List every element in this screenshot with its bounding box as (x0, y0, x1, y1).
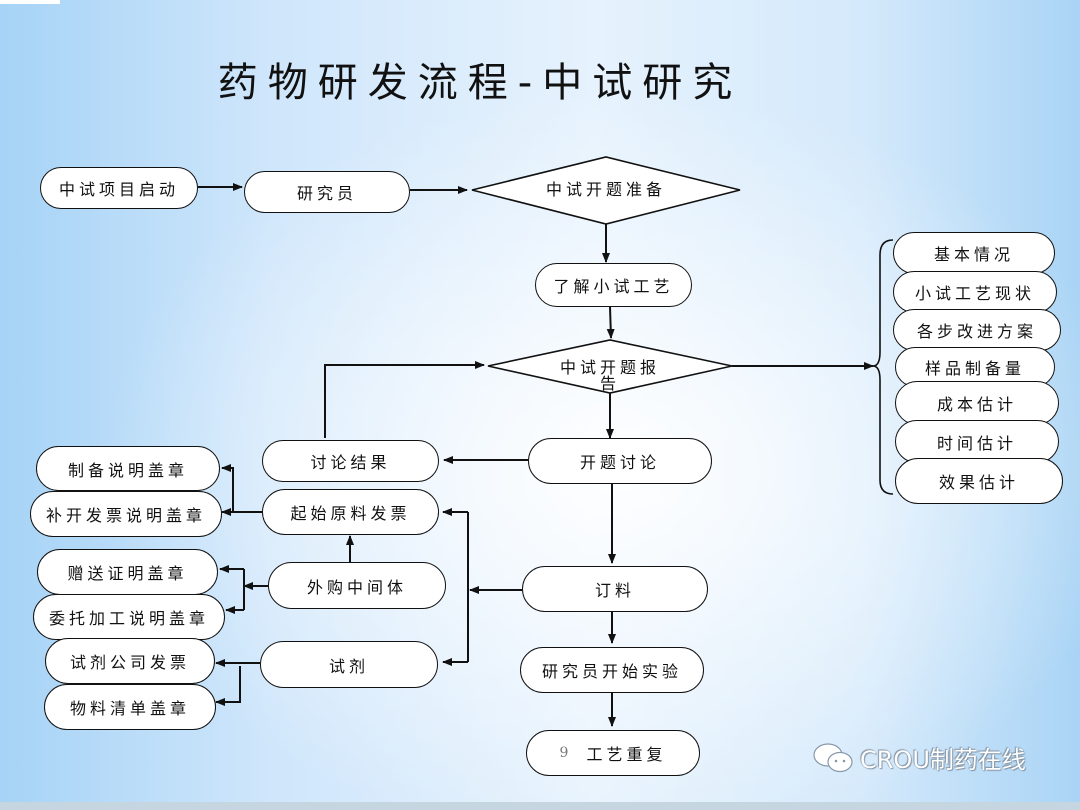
arrow-result-report (324, 361, 485, 438)
node-researcher: 研究员 (244, 171, 410, 213)
node-raw-invoice: 起始原料发票 (262, 489, 439, 535)
node-prep-label: 中试开题准备 (545, 180, 666, 199)
content-item: 效果估计 (895, 458, 1063, 504)
node-reinvoice-seal: 补开发票说明盖章 (30, 491, 222, 537)
node-report-label: 中试开题报 告 (530, 358, 690, 394)
content-item: 时间估计 (895, 420, 1059, 463)
arrow-raw-prep-seal (221, 464, 234, 512)
node-discussion: 开题讨论 (528, 438, 712, 484)
watermark-text: CROU制药在线 (860, 746, 1026, 774)
content-item: 成本估计 (895, 381, 1059, 425)
arrow-understand-report (606, 306, 615, 339)
repeat-number: 9 (559, 745, 569, 761)
node-gift-seal: 赠送证明盖章 (37, 549, 218, 595)
node-reagent: 试剂 (260, 641, 438, 688)
node-order: 订料 (522, 566, 708, 612)
bottom-bar (0, 802, 1080, 810)
contents-brace (872, 239, 894, 495)
top-strip (0, 0, 60, 4)
node-material-list: 物料清单盖章 (44, 684, 216, 730)
node-understand: 了解小试工艺 (535, 263, 692, 307)
content-item: 各步改进方案 (893, 309, 1061, 351)
page-title: 药物研发流程-中试研究 (217, 60, 743, 106)
diamond-prep (471, 156, 741, 225)
node-prep-seal: 制备说明盖章 (36, 446, 220, 491)
report-line1: 中试开题报 (559, 358, 660, 377)
content-item: 小试工艺现状 (893, 271, 1057, 313)
node-start: 中试项目启动 (40, 167, 198, 209)
node-result: 讨论结果 (262, 440, 439, 482)
node-begin-exp: 研究员开始实验 (520, 647, 704, 693)
arrow-reagent-list (215, 666, 241, 706)
wechat-icon (813, 742, 853, 772)
watermark: CROU制药在线 (812, 740, 1026, 775)
content-item: 基本情况 (893, 232, 1055, 274)
node-purchased: 外购中间体 (268, 562, 446, 609)
node-entrust-seal: 委托加工说明盖章 (33, 594, 225, 640)
node-reagent-invoice: 试剂公司发票 (45, 638, 215, 684)
repeat-label: 工艺重复 (586, 745, 667, 764)
report-line2: 告 (599, 374, 620, 393)
node-repeat: 9 工艺重复 (526, 730, 700, 776)
